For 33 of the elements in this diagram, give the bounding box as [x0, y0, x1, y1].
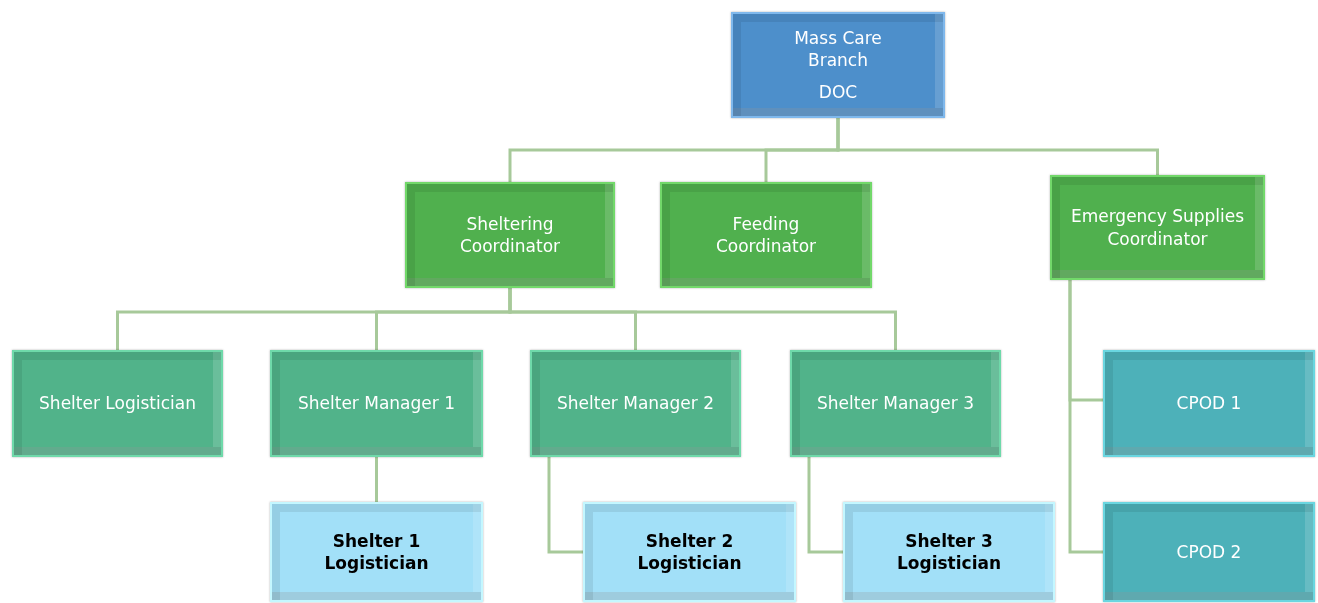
- box-label: CPOD 2: [1176, 540, 1242, 564]
- box-label: Shelter 3 Logistician: [895, 529, 1003, 575]
- org-box: [530, 350, 741, 457]
- box-label: Shelter 2 Logistician: [636, 529, 743, 575]
- org-box: [1050, 175, 1265, 280]
- connector-line: [375, 457, 378, 502]
- box-label: Emergency Supplies Coordinator: [1069, 205, 1246, 250]
- box-label: Shelter Logistician: [39, 392, 196, 415]
- connector-line: [1068, 280, 1103, 554]
- org-box: [405, 182, 615, 288]
- org-box: [1103, 350, 1315, 457]
- org-box: [731, 12, 945, 118]
- connector-line: [807, 457, 843, 554]
- org-box: [790, 350, 1001, 457]
- box-label: DOC: [818, 81, 858, 104]
- box-label: CPOD 1: [1176, 392, 1242, 415]
- box-label: Shelter Manager 1: [298, 392, 455, 415]
- connector-line: [836, 118, 1159, 175]
- org-box: [12, 350, 223, 457]
- org-box: [1103, 502, 1315, 602]
- org-box: [270, 502, 483, 602]
- org-box: [583, 502, 796, 602]
- box-label: Shelter 1 Logistician: [323, 529, 430, 575]
- box-label: Feeding Coordinator: [714, 212, 818, 258]
- org-box: [270, 350, 483, 457]
- box-label: Shelter Manager 2: [557, 392, 714, 415]
- connector-line: [508, 288, 897, 350]
- connector-line: [547, 457, 583, 554]
- box-label: Sheltering Coordinator: [458, 212, 562, 258]
- org-box: [660, 182, 872, 288]
- box-label: Shelter Manager 3: [817, 392, 974, 415]
- org-box: [843, 502, 1055, 602]
- box-label: Mass Care Branch: [793, 26, 883, 72]
